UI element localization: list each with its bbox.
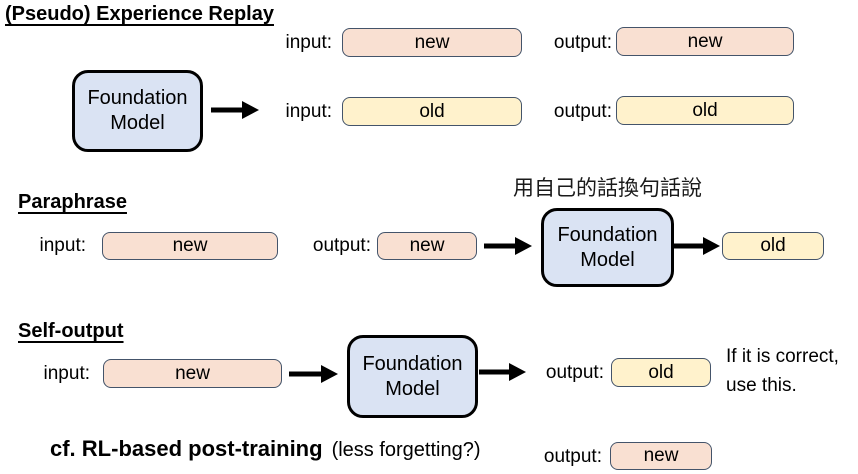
output-label: output: — [543, 446, 602, 467]
value-box-label: new — [643, 445, 679, 466]
output-label: output: — [553, 100, 612, 122]
arrow-right-icon — [674, 237, 720, 255]
value-box-new: new — [610, 442, 712, 470]
value-box-label: new — [172, 235, 208, 256]
footer-cf-rl-note: cf. RL-based post-training (less forgett… — [50, 436, 481, 462]
value-box-new: new — [616, 27, 794, 56]
value-box-new: new — [103, 359, 282, 388]
foundation-model-label-line1: Foundation — [362, 352, 463, 375]
output-label: output: — [312, 235, 371, 256]
value-box-label: new — [687, 30, 723, 52]
value-box-label: new — [409, 235, 445, 256]
input-label: input: — [285, 31, 332, 53]
foundation-model-label-line2: Model — [385, 377, 440, 400]
arrow-right-icon — [289, 365, 338, 383]
foundation-model-box: Foundation Model — [347, 335, 478, 418]
output-label: output: — [553, 31, 612, 53]
foundation-model-box: Foundation Model — [541, 208, 674, 287]
value-box-old: old — [342, 97, 522, 126]
value-box-new: new — [102, 232, 278, 260]
value-box-old: old — [611, 358, 711, 387]
value-box-label: old — [419, 100, 445, 122]
note-line1: If it is correct, — [726, 346, 839, 367]
output-label: output: — [545, 361, 604, 383]
value-box-label: new — [414, 31, 450, 53]
paraphrase-annotation-zh: 用自己的話換句話說 — [513, 177, 702, 200]
value-box-new: new — [377, 232, 477, 260]
footer-cf-normal: (less forgetting?) — [331, 439, 481, 461]
value-box-old: old — [722, 232, 824, 260]
foundation-model-box: Foundation Model — [72, 70, 203, 152]
arrow-right-icon — [484, 237, 532, 255]
footer-cf-bold: cf. RL-based post-training — [50, 436, 323, 461]
input-label: input: — [43, 362, 90, 384]
input-label: input: — [285, 100, 332, 122]
section-title-paraphrase: Paraphrase — [18, 191, 127, 213]
self-output-note: If it is correct, use this. — [726, 343, 839, 400]
foundation-model-label-line2: Model — [580, 248, 635, 271]
value-box-label: old — [648, 361, 674, 383]
section-title-self-output: Self-output — [18, 320, 124, 342]
input-label: input: — [39, 235, 86, 256]
value-box-new: new — [342, 28, 522, 57]
note-line2: use this. — [726, 374, 797, 396]
value-box-label: old — [692, 99, 718, 121]
arrow-right-icon — [479, 363, 526, 381]
value-box-label: old — [760, 235, 786, 256]
value-box-label: new — [175, 362, 210, 384]
foundation-model-label-line1: Foundation — [557, 223, 658, 246]
value-box-old: old — [616, 96, 794, 125]
section-title-experience-replay: (Pseudo) Experience Replay — [5, 3, 274, 25]
foundation-model-label-line2: Model — [110, 112, 165, 134]
arrow-right-icon — [211, 101, 259, 119]
foundation-model-label-line1: Foundation — [87, 87, 188, 109]
